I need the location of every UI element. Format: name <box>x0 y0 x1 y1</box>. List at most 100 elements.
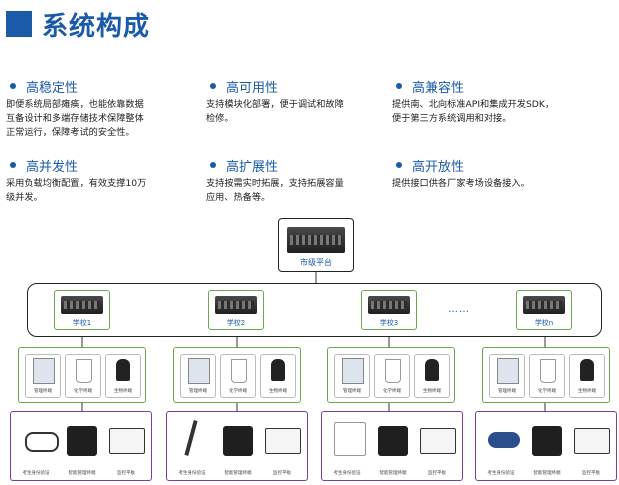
device-chemistry: 化学终端 <box>529 354 565 398</box>
device-label: 生物终端 <box>423 389 441 394</box>
microscope-icon <box>580 359 594 381</box>
feature-line: 级并发。 <box>6 192 43 203</box>
device-label: 智能管理终端 <box>68 471 96 476</box>
device-label: 生物终端 <box>269 389 287 394</box>
terminal-group: 管理终端 化学终端 生物终端 <box>482 347 610 403</box>
terminal-group: 管理终端 化学终端 生物终端 <box>18 347 146 403</box>
terminal-group: 管理终端 化学终端 生物终端 <box>327 347 455 403</box>
box-device-icon <box>67 426 97 456</box>
feature-line: 支持按需实时拓展，支持拓展容量 <box>206 178 344 189</box>
box-device-icon <box>378 426 408 456</box>
feature-openness: 高开放性 提供接口供各厂家考场设备接入。 <box>392 156 592 191</box>
feature-title: 高开放性 <box>412 159 465 175</box>
device-chemistry: 化学终端 <box>374 354 410 398</box>
device-biology: 生物终端 <box>260 354 296 398</box>
device-label: 智能管理终端 <box>533 471 561 476</box>
device-label: 监控平板 <box>117 471 135 476</box>
monitor-icon <box>33 358 55 384</box>
device-label: 管理终端 <box>34 389 52 394</box>
feature-line: 正常运行，保障考试的安全性。 <box>6 127 135 138</box>
monitor-icon <box>188 358 210 384</box>
feature-concurrency: 高并发性 采用负载均衡配置，有效支撑10万级并发。 <box>6 156 206 205</box>
server-icon <box>368 296 410 314</box>
device-label: 监控平板 <box>428 471 446 476</box>
feature-availability: 高可用性 支持模块化部署，便于调试和故障检修。 <box>206 77 406 126</box>
school-label: 学校1 <box>72 319 92 327</box>
device-biology: 生物终端 <box>569 354 605 398</box>
school-label: 学校2 <box>226 319 246 327</box>
device-label: 智能管理终端 <box>224 471 252 476</box>
ellipsis: …… <box>448 304 470 315</box>
tablet-icon <box>265 428 301 454</box>
school-label: 学校n <box>534 319 554 327</box>
device-biology: 生物终端 <box>105 354 141 398</box>
box-device-icon <box>223 426 253 456</box>
device-label: 管理终端 <box>343 389 361 394</box>
feature-line: 检修。 <box>206 113 234 124</box>
monitor-icon <box>342 358 364 384</box>
bullet-icon <box>210 83 216 89</box>
city-platform-node: 市级平台 <box>278 218 354 272</box>
feature-line: 提供接口供各厂家考场设备接入。 <box>392 178 530 189</box>
device-terminal: 管理终端 <box>180 354 216 398</box>
feature-line: 支持模块化部署，便于调试和故障 <box>206 99 344 110</box>
bullet-icon <box>396 83 402 89</box>
school-node: 学校1 <box>54 290 110 330</box>
device-label: 考生身份验证 <box>178 471 206 476</box>
device-label: 生物终端 <box>114 389 132 394</box>
device-label: 管理终端 <box>498 389 516 394</box>
feature-title: 高兼容性 <box>412 80 465 96</box>
feature-line: 提供南、北向标准API和集成开发SDK， <box>392 99 555 110</box>
terminal-group: 管理终端 化学终端 生物终端 <box>173 347 301 403</box>
school-label: 学校3 <box>379 319 399 327</box>
device-label: 化学终端 <box>74 389 92 394</box>
device-group: 考生身份验证 智能管理终端 监控平板 <box>10 411 152 481</box>
feature-line: 应用、热备等。 <box>206 192 271 203</box>
feature-title: 高扩展性 <box>226 159 279 175</box>
stand-icon <box>334 422 366 456</box>
feature-title: 高可用性 <box>226 80 279 96</box>
schools-frame <box>27 283 602 337</box>
box-device-icon <box>532 426 562 456</box>
bullet-icon <box>10 83 16 89</box>
feature-title: 高稳定性 <box>26 80 79 96</box>
device-group: 考生身份验证 智能管理终端 监控平板 <box>166 411 308 481</box>
beaker-icon <box>231 359 247 383</box>
monitor-icon <box>497 358 519 384</box>
feature-line: 采用负载均衡配置，有效支撑10万 <box>6 178 147 189</box>
school-node: 学校2 <box>208 290 264 330</box>
camera-icon <box>25 432 59 452</box>
camera-icon <box>488 432 520 448</box>
device-label: 考生身份验证 <box>22 471 50 476</box>
title-text: 系统构成 <box>42 11 151 42</box>
device-label: 生物终端 <box>578 389 596 394</box>
tablet-icon <box>574 428 610 454</box>
feature-stability: 高稳定性 即便系统局部瘫痪，也能依靠数据互备设计和多端存储技术保障整体正常运行，… <box>6 77 206 140</box>
device-label: 化学终端 <box>383 389 401 394</box>
stand-icon <box>184 420 198 456</box>
tablet-icon <box>420 428 456 454</box>
feature-scalability: 高扩展性 支持按需实时拓展，支持拓展容量应用、热备等。 <box>206 156 406 205</box>
microscope-icon <box>271 359 285 381</box>
feature-line: 互备设计和多端存储技术保障整体 <box>6 113 144 124</box>
device-terminal: 管理终端 <box>25 354 61 398</box>
device-label: 考生身份验证 <box>487 471 515 476</box>
server-icon <box>287 227 345 253</box>
page-title: 系统构成 <box>6 4 150 44</box>
microscope-icon <box>116 359 130 381</box>
feature-compatibility: 高兼容性 提供南、北向标准API和集成开发SDK，便于第三方系统调用和对接。 <box>392 77 612 126</box>
device-label: 考生身份验证 <box>333 471 361 476</box>
feature-line: 即便系统局部瘫痪，也能依靠数据 <box>6 99 144 110</box>
device-chemistry: 化学终端 <box>65 354 101 398</box>
bullet-icon <box>396 162 402 168</box>
device-label: 化学终端 <box>538 389 556 394</box>
device-label: 监控平板 <box>273 471 291 476</box>
device-group: 考生身份验证 智能管理终端 监控平板 <box>321 411 463 481</box>
beaker-icon <box>385 359 401 383</box>
device-terminal: 管理终端 <box>489 354 525 398</box>
device-chemistry: 化学终端 <box>220 354 256 398</box>
microscope-icon <box>425 359 439 381</box>
device-biology: 生物终端 <box>414 354 450 398</box>
device-label: 管理终端 <box>189 389 207 394</box>
device-label: 监控平板 <box>582 471 600 476</box>
